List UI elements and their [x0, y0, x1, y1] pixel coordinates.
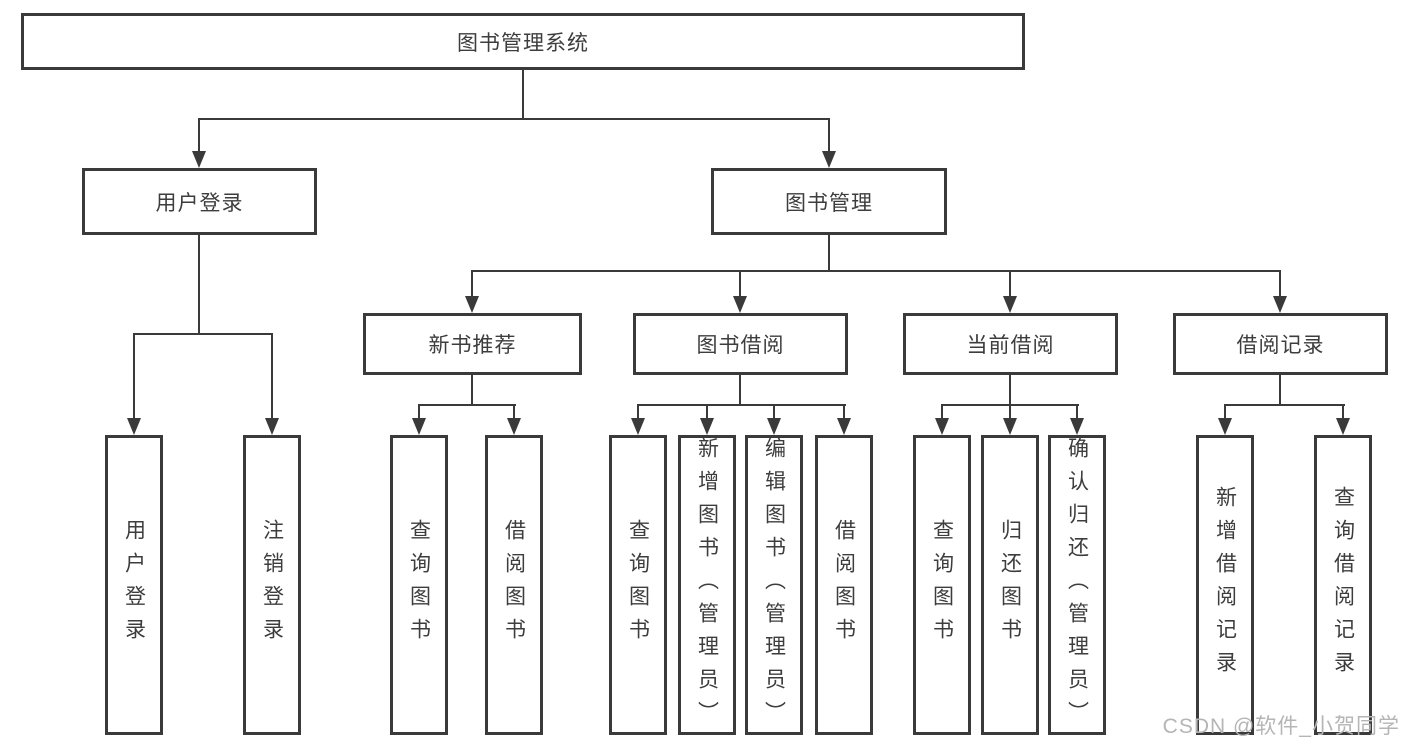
connector-line: [1009, 375, 1011, 406]
connector-line: [828, 235, 830, 272]
leaf-user-login: 用户登录: [105, 435, 163, 735]
arrow-down-icon: [507, 418, 521, 435]
leaf-query-books-current: 查询图书: [913, 435, 971, 735]
leaf-query-books-borrowing: 查询图书: [609, 435, 667, 735]
arrow-down-icon: [1218, 418, 1232, 435]
node-label: 用户登录: [122, 519, 146, 651]
leaf-query-borrow-record: 查询借阅记录: [1314, 435, 1372, 735]
connector-line: [522, 70, 524, 120]
arrow-down-icon: [265, 418, 279, 435]
arrow-down-icon: [837, 418, 851, 435]
connector-line: [418, 404, 516, 406]
connector-line: [739, 270, 741, 297]
leaf-confirm-return-admin: 确认归还（管理员）: [1048, 435, 1106, 735]
connector-line: [198, 235, 200, 335]
node-label: 借阅图书: [832, 519, 856, 651]
arrow-down-icon: [631, 418, 645, 435]
node-label: 编辑图书（管理员）: [762, 436, 786, 734]
arrow-down-icon: [1070, 418, 1084, 435]
leaf-logout-login: 注销登录: [243, 435, 301, 735]
connector-line: [513, 404, 515, 420]
connector-line: [1009, 270, 1011, 297]
connector-line: [739, 375, 741, 406]
leaf-add-books-admin: 新增图书（管理员）: [678, 435, 736, 735]
arrow-down-icon: [465, 296, 479, 313]
arrow-down-icon: [935, 418, 949, 435]
node-current-borrowing: 当前借阅: [903, 313, 1118, 375]
leaf-return-books: 归还图书: [981, 435, 1039, 735]
connector-line: [1076, 404, 1078, 420]
connector-line: [843, 404, 845, 420]
connector-line: [1279, 270, 1281, 297]
connector-line: [828, 118, 830, 152]
node-book-borrowing: 图书借阅: [633, 313, 848, 375]
node-label: 新增图书（管理员）: [695, 436, 719, 734]
connector-line: [198, 118, 200, 152]
node-label: 新增借阅记录: [1213, 486, 1237, 684]
node-library-management-system: 图书管理系统: [21, 13, 1025, 70]
arrow-down-icon: [1273, 296, 1287, 313]
connector-line: [706, 404, 708, 420]
node-label: 确认归还（管理员）: [1065, 436, 1089, 734]
connector-line: [418, 404, 420, 420]
connector-line: [471, 270, 1281, 272]
arrow-down-icon: [192, 151, 206, 168]
leaf-query-books-recommend: 查询图书: [390, 435, 448, 735]
node-label: 借阅图书: [502, 519, 526, 651]
node-label: 图书管理系统: [457, 31, 589, 55]
node-label: 新书推荐: [428, 334, 517, 357]
connector-line: [637, 404, 846, 406]
connector-line: [1224, 404, 1345, 406]
arrow-down-icon: [127, 418, 141, 435]
csdn-watermark: CSDN @软件_小贺同学: [1162, 715, 1400, 738]
connector-line: [133, 333, 273, 335]
connector-line: [198, 118, 830, 120]
connector-line: [1009, 404, 1011, 420]
arrow-down-icon: [412, 418, 426, 435]
node-borrowing-records: 借阅记录: [1173, 313, 1388, 375]
node-book-management: 图书管理: [711, 168, 947, 235]
connector-line: [471, 270, 473, 297]
leaf-borrow-books-borrowing: 借阅图书: [815, 435, 873, 735]
connector-line: [1342, 404, 1344, 420]
arrow-down-icon: [700, 418, 714, 435]
connector-line: [941, 404, 943, 420]
node-user-login: 用户登录: [82, 168, 317, 235]
node-label: 归还图书: [998, 519, 1022, 651]
leaf-edit-books-admin: 编辑图书（管理员）: [745, 435, 803, 735]
node-label: 查询图书: [930, 519, 954, 651]
node-label: 当前借阅: [966, 334, 1055, 357]
node-label: 注销登录: [260, 519, 284, 651]
connector-line: [773, 404, 775, 420]
connector-line: [1279, 375, 1281, 406]
connector-line: [1224, 404, 1226, 420]
arrow-down-icon: [1003, 418, 1017, 435]
node-new-book-recommend: 新书推荐: [363, 313, 582, 375]
leaf-borrow-books-recommend: 借阅图书: [485, 435, 543, 735]
connector-line: [271, 333, 273, 419]
arrow-down-icon: [767, 418, 781, 435]
node-label: 图书借阅: [696, 334, 785, 357]
arrow-down-icon: [822, 151, 836, 168]
node-label: 查询图书: [626, 519, 650, 651]
arrow-down-icon: [1003, 296, 1017, 313]
connector-line: [471, 375, 473, 406]
node-label: 查询借阅记录: [1331, 486, 1355, 684]
connector-line: [637, 404, 639, 420]
arrow-down-icon: [1336, 418, 1350, 435]
leaf-add-borrow-record: 新增借阅记录: [1196, 435, 1254, 735]
connector-line: [133, 333, 135, 419]
node-label: 查询图书: [407, 519, 431, 651]
node-label: 用户登录: [155, 191, 244, 215]
node-label: 借阅记录: [1236, 334, 1325, 357]
arrow-down-icon: [733, 296, 747, 313]
node-label: 图书管理: [785, 191, 873, 215]
